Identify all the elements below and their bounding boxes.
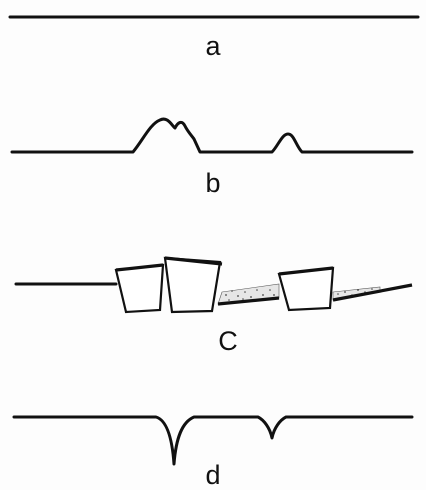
- panel-c-block-2: [163, 256, 222, 314]
- panel-c-block-1: [114, 263, 165, 314]
- panel-a-label: a: [205, 31, 221, 61]
- panel-c-fault-1: [217, 296, 280, 306]
- panel-c-block-3-top: [278, 266, 334, 276]
- panel-a: a: [8, 15, 420, 61]
- panel-c: C: [14, 256, 413, 356]
- panel-d: d: [12, 415, 414, 490]
- panel-c-fault-2: [332, 283, 413, 302]
- panel-d-label: d: [205, 460, 220, 490]
- panel-b-label: b: [205, 168, 220, 198]
- panel-c-label: C: [218, 326, 238, 356]
- panel-b: b: [10, 117, 414, 198]
- panel-b-profile: [10, 117, 414, 154]
- panel-c-block-2-top: [164, 256, 223, 266]
- panel-c-stipple: [225, 288, 373, 301]
- panel-c-block-1-top: [115, 263, 164, 272]
- panel-d-profile: [12, 415, 414, 466]
